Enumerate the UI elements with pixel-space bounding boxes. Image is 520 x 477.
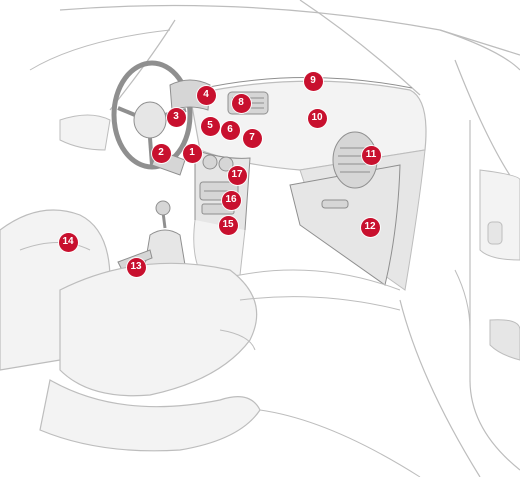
dashboard-top-edge [194,76,413,91]
seat-cushion [59,262,258,397]
door-lower-panel [454,269,471,331]
callout-6[interactable]: 6 [220,120,240,140]
steering-wheel [111,60,193,170]
sill-right [399,299,481,477]
windshield-pillar [299,0,421,96]
dash-left [59,114,111,151]
door-panel-right [479,169,520,261]
gear-knob [155,200,171,216]
callout-5[interactable]: 5 [200,116,220,136]
callout-16[interactable]: 16 [221,190,241,210]
callout-14[interactable]: 14 [58,232,78,252]
seat-base [39,379,261,452]
door-handle [487,221,503,245]
floor-line [239,269,401,291]
steering-hub [133,101,167,139]
callout-1[interactable]: 1 [182,143,202,163]
callout-12[interactable]: 12 [360,217,380,237]
vent-right [332,131,378,189]
callout-8[interactable]: 8 [231,93,251,113]
footwell [239,296,401,311]
control-knob-1 [202,154,218,170]
seat-side-handle [219,329,256,351]
callout-3[interactable]: 3 [166,107,186,127]
callout-11[interactable]: 11 [361,145,381,165]
seat-bolster [19,242,91,251]
callout-10[interactable]: 10 [307,108,327,128]
callout-4[interactable]: 4 [196,85,216,105]
callout-2[interactable]: 2 [151,143,171,163]
callout-17[interactable]: 17 [227,165,247,185]
door-frame-right [439,29,520,71]
callout-9[interactable]: 9 [303,71,323,91]
door-pocket [489,319,520,361]
control-knob-2 [218,156,234,172]
sill-left [259,409,421,477]
callout-13[interactable]: 13 [126,257,146,277]
b-pillar-right [469,120,520,471]
glovebox-handle [321,199,349,209]
callout-7[interactable]: 7 [242,128,262,148]
window-left [29,29,171,71]
roof-line [59,4,520,56]
callout-15[interactable]: 15 [218,215,238,235]
